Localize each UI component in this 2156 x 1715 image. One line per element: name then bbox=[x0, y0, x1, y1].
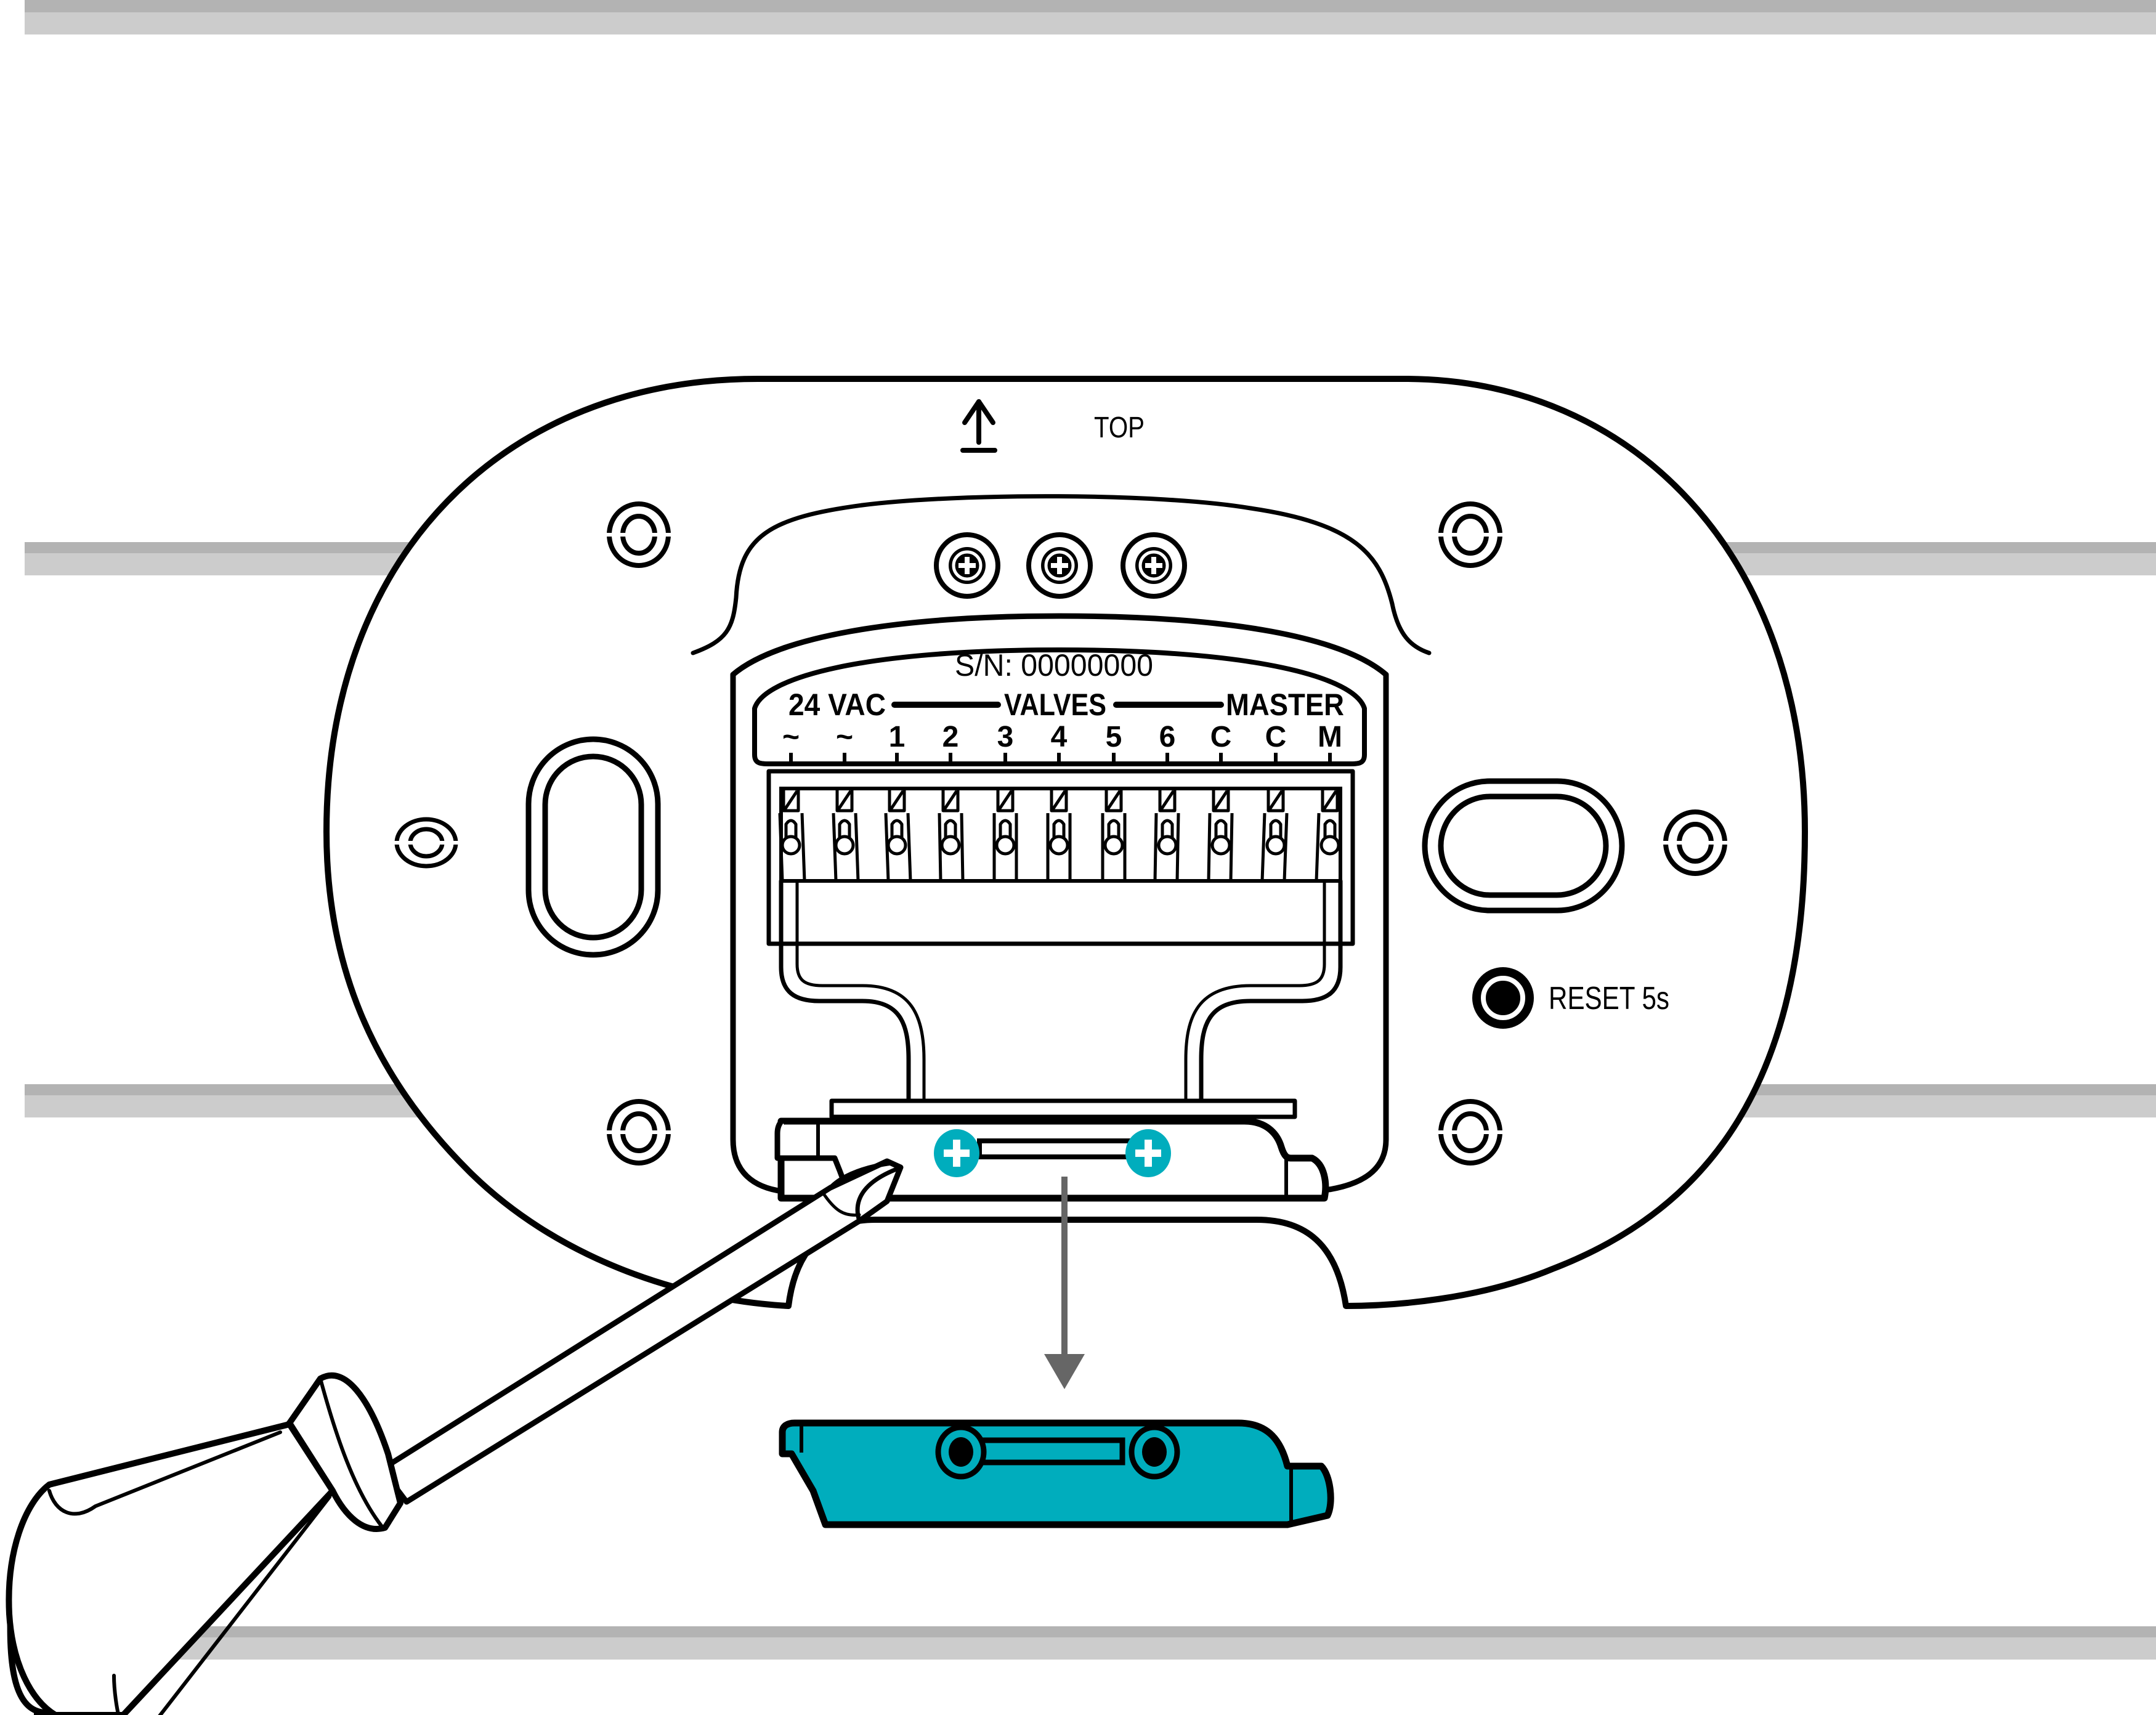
group-label-master: MASTER bbox=[1226, 687, 1344, 722]
terminal-clamp[interactable] bbox=[1260, 787, 1289, 882]
svg-text:C: C bbox=[1265, 721, 1287, 753]
terminal-label: C bbox=[1265, 721, 1287, 764]
svg-text:M: M bbox=[1318, 721, 1342, 753]
arrow-down-icon bbox=[1044, 1177, 1085, 1389]
wire-channel bbox=[779, 878, 1343, 1102]
mounting-hole bbox=[1661, 809, 1730, 876]
screwdriver-icon bbox=[6, 1158, 904, 1715]
terminal-label: 4 bbox=[1051, 721, 1068, 764]
terminal-clamp[interactable] bbox=[884, 787, 912, 882]
terminal-strip-frame bbox=[766, 769, 1355, 946]
mounting-hole bbox=[392, 817, 461, 869]
svg-text:4: 4 bbox=[1051, 721, 1068, 753]
svg-text:1: 1 bbox=[889, 721, 906, 753]
mounting-hole bbox=[604, 1099, 673, 1166]
terminal-label-banner bbox=[752, 647, 1367, 766]
terminal-clamp[interactable] bbox=[778, 787, 806, 882]
terminal-clamp[interactable] bbox=[832, 787, 860, 882]
serial-number: S/N: 00000000 bbox=[955, 648, 1153, 683]
terminal-label: 6 bbox=[1159, 721, 1176, 764]
slot-hole-left bbox=[525, 736, 661, 958]
terminal-clamp[interactable] bbox=[938, 787, 965, 882]
terminal-clamp[interactable] bbox=[992, 787, 1018, 881]
cover-clip-removed bbox=[779, 1419, 1334, 1528]
siding-band bbox=[25, 0, 2156, 34]
reset-button-icon[interactable] bbox=[1472, 967, 1534, 1029]
cover-clip-installed[interactable] bbox=[774, 1117, 1329, 1202]
terminal-labels: ~ ~ 1 2 3 4 5 6 C C M bbox=[782, 721, 1342, 764]
terminal-group-labels: 24 VAC VALVES MASTER bbox=[788, 687, 1344, 722]
orientation-mark: TOP bbox=[960, 399, 1145, 453]
arrow-up-icon bbox=[960, 399, 997, 453]
terminal-clamp[interactable] bbox=[1315, 787, 1340, 882]
group-label-24vac: 24 VAC bbox=[788, 687, 886, 722]
slot-hole-right bbox=[1422, 778, 1625, 914]
mounting-holes bbox=[392, 501, 1730, 1166]
terminal-label: M bbox=[1318, 721, 1342, 764]
group-label-valves: VALVES bbox=[1004, 687, 1106, 722]
screw bbox=[934, 532, 1000, 599]
top-screws bbox=[934, 532, 1187, 599]
svg-text:6: 6 bbox=[1159, 721, 1176, 753]
terminal-clamp[interactable] bbox=[1046, 787, 1072, 881]
terminal-label: ~ bbox=[836, 721, 853, 764]
screw-hole-icon bbox=[1129, 1424, 1180, 1480]
svg-text:3: 3 bbox=[997, 721, 1014, 753]
terminal-clamp[interactable] bbox=[1153, 787, 1180, 882]
wire-channel-inner bbox=[795, 879, 1326, 1101]
cover-seat bbox=[829, 1098, 1297, 1119]
terminal-label: C bbox=[1210, 721, 1232, 764]
terminal-label: 5 bbox=[1106, 721, 1122, 764]
terminal-label: 3 bbox=[997, 721, 1014, 764]
terminal-clamp[interactable] bbox=[1207, 787, 1234, 882]
screw bbox=[1026, 532, 1093, 599]
terminal-label: ~ bbox=[782, 721, 800, 764]
screw-hole-icon bbox=[935, 1424, 987, 1480]
phillips-screw-icon[interactable] bbox=[934, 1129, 979, 1177]
cavity-top-contour bbox=[691, 494, 1432, 655]
svg-text:~: ~ bbox=[782, 721, 800, 753]
svg-text:5: 5 bbox=[1106, 721, 1122, 753]
mounting-hole bbox=[604, 501, 673, 568]
screw bbox=[1121, 532, 1187, 599]
siding-band bbox=[25, 1626, 2156, 1660]
svg-text:2: 2 bbox=[942, 721, 959, 753]
svg-text:C: C bbox=[1210, 721, 1232, 753]
reset-label: RESET 5s bbox=[1549, 981, 1669, 1016]
terminal-label: 1 bbox=[889, 721, 906, 764]
svg-text:~: ~ bbox=[836, 721, 853, 753]
mounting-hole bbox=[1436, 1099, 1505, 1166]
terminal-label: 2 bbox=[942, 721, 959, 764]
reset-control[interactable]: RESET 5s bbox=[1472, 967, 1669, 1029]
mounting-hole bbox=[1436, 501, 1505, 568]
orientation-label: TOP bbox=[1094, 412, 1145, 444]
phillips-screw-icon[interactable] bbox=[1125, 1129, 1171, 1177]
terminal-clamps[interactable] bbox=[778, 787, 1342, 883]
terminal-clamp[interactable] bbox=[1101, 787, 1127, 881]
